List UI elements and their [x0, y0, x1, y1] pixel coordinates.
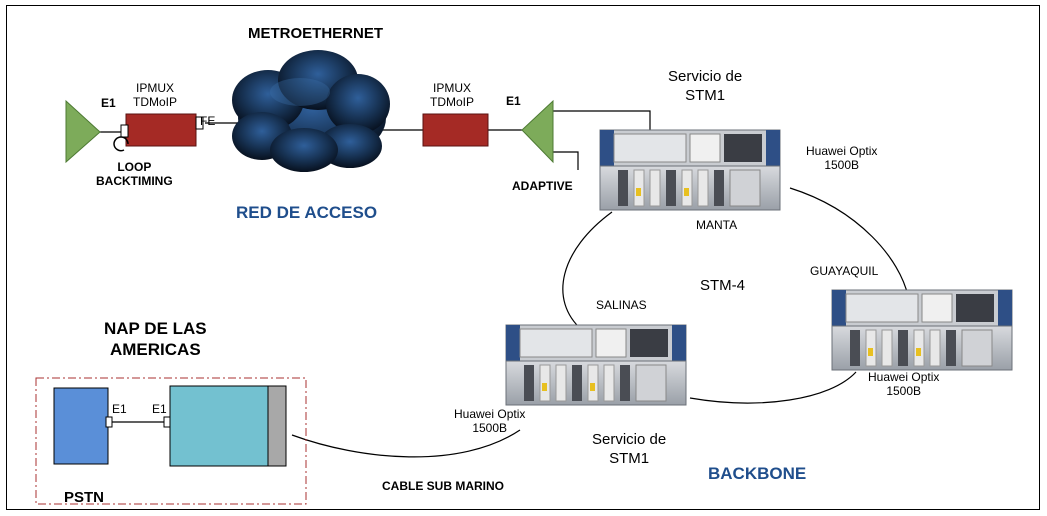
backbone-label: BACKBONE — [708, 464, 807, 483]
servicio-stm1-top-label: Servicio de STM1 — [668, 68, 743, 104]
ipmux-right-label: IPMUX TDMoIP — [430, 81, 475, 109]
salinas-label: SALINAS — [596, 298, 647, 312]
ipmux-left-label: IPMUX TDMoIP — [133, 81, 178, 109]
stm4-label: STM-4 — [700, 277, 745, 294]
huawei-rack-icon-guayaquil — [831, 289, 1013, 371]
nap-box — [169, 385, 269, 467]
loop-backtiming-label: LOOP BACKTIMING — [96, 160, 173, 188]
links — [100, 110, 909, 458]
e1-left-label: E1 — [101, 96, 116, 110]
servicio-stm1-bottom-label: Servicio de STM1 — [592, 431, 667, 467]
diagram-frame — [6, 5, 1040, 510]
cloud-icon — [232, 50, 390, 172]
triangle-icon-right — [521, 99, 554, 164]
pstn-box — [53, 387, 109, 465]
metroethernet-title: METROETHERNET — [248, 25, 383, 42]
triangle-icon-left — [65, 99, 101, 164]
adaptive-label: ADAPTIVE — [512, 179, 573, 193]
guayaquil-label: GUAYAQUIL — [810, 264, 879, 278]
cable-sub-marino-label: CABLE SUB MARINO — [382, 479, 504, 493]
loop-arrow-icon — [113, 136, 129, 152]
e1-nap-label: E1 — [152, 402, 167, 416]
fe-label: FE — [200, 114, 216, 128]
huawei-manta-label: Huawei Optix 1500B — [806, 144, 878, 172]
nap-de-las-americas-label: NAP DE LAS AMERICAS — [104, 319, 207, 359]
manta-label: MANTA — [696, 218, 738, 232]
ipmux-box-left — [125, 113, 197, 147]
huawei-guayaquil-label: Huawei Optix 1500B — [868, 370, 940, 398]
huawei-rack-icon-salinas — [505, 324, 687, 406]
nap-dashed-boundary — [35, 377, 307, 505]
e1-right-label: E1 — [506, 94, 521, 108]
red-de-acceso-label: RED DE ACCESO — [236, 203, 378, 222]
pstn-label: PSTN — [64, 489, 105, 506]
huawei-salinas-label: Huawei Optix 1500B — [454, 407, 526, 435]
e1-pstn-label: E1 — [112, 402, 127, 416]
ipmux-box-right — [422, 113, 489, 147]
huawei-rack-icon-manta — [599, 129, 781, 211]
